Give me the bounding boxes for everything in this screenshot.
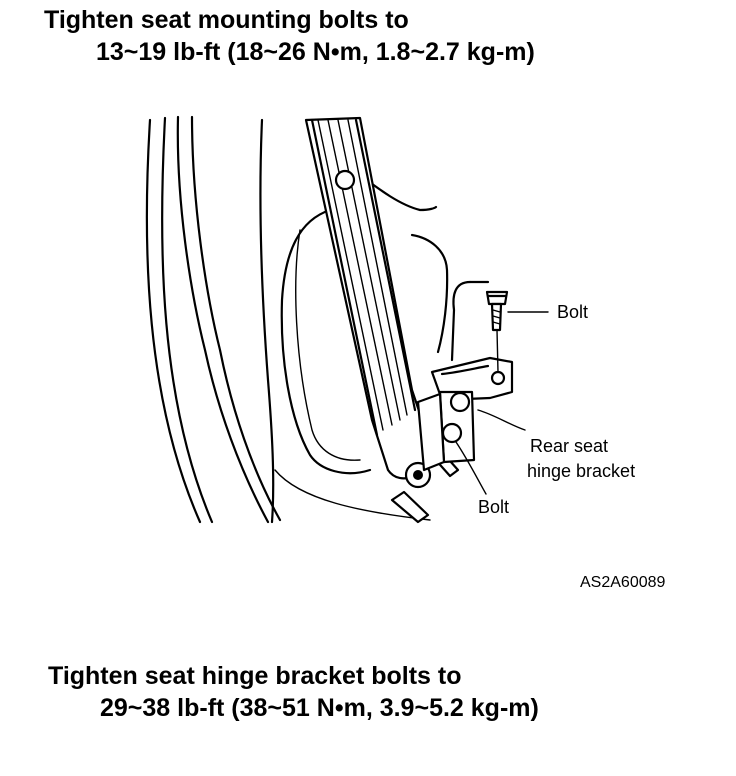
- top-instruction-line1: Tighten seat mounting bolts to: [44, 6, 409, 34]
- bracket-bolt-lower: [441, 422, 463, 444]
- callout-leaders: [455, 311, 549, 495]
- label-bolt-lower: Bolt: [478, 497, 509, 517]
- body-panel-lines: [145, 115, 431, 524]
- seat-trim-outline: [280, 173, 449, 475]
- hinge-bracket: [416, 280, 514, 472]
- seat-belt-strap: [304, 116, 434, 489]
- bracket-bolt-upper: [449, 391, 471, 413]
- label-rear-seat: Rear seat: [530, 436, 608, 456]
- figure-code: AS2A60089: [580, 574, 666, 591]
- bottom-torque-instruction: Tighten seat hinge bracket bolts to 29~3…: [48, 660, 539, 724]
- bottom-instruction-line1: Tighten seat hinge bracket bolts to: [48, 662, 462, 690]
- strap-grommet: [334, 169, 356, 191]
- top-instruction-line2: 13~19 lb-ft (18~26 N•m, 1.8~2.7 kg-m): [96, 38, 535, 66]
- label-bolt-upper: Bolt: [557, 302, 588, 322]
- label-hinge-bracket: hinge bracket: [527, 461, 635, 481]
- top-torque-instruction: Tighten seat mounting bolts to 13~19 lb-…: [44, 4, 535, 68]
- bottom-instruction-line2: 29~38 lb-ft (38~51 N•m, 3.9~5.2 kg-m): [100, 694, 539, 722]
- mounting-bolt: [485, 290, 509, 373]
